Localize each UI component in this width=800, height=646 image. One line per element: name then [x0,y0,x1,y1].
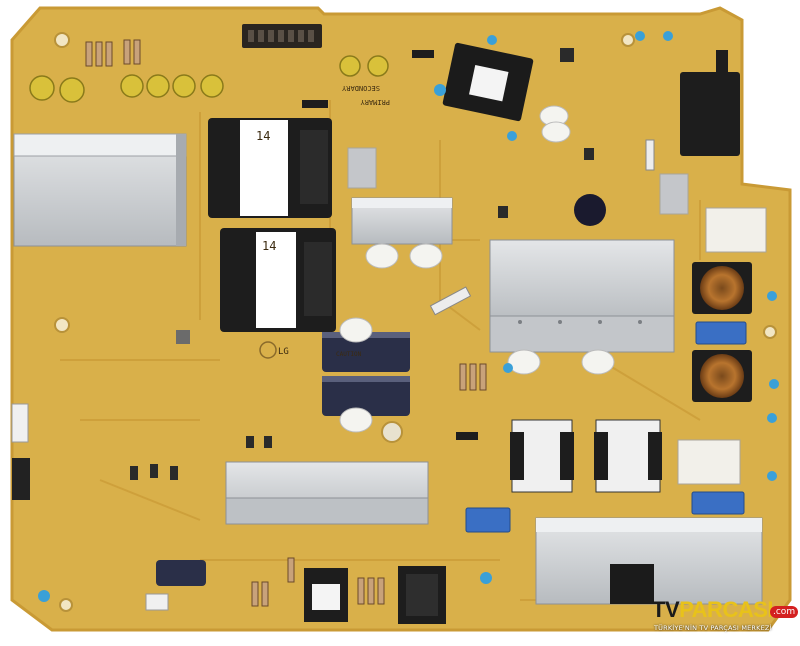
watermark-brand: TVPARCASI [652,597,774,622]
capacitor-main-bottom [322,376,410,416]
svg-text:CAUTION: CAUTION [336,351,362,358]
fuse [429,286,472,316]
thermistor [574,194,606,226]
side-connectors [11,403,169,611]
watermark-parcasi: PARCASI [679,597,774,622]
heatsink-center-top [351,197,453,245]
primary-label: PRIMARY [360,98,390,106]
blue-capacitors [465,321,747,533]
lg-logo-text: LG [278,347,289,357]
transformer-bottom-3 [304,568,348,622]
transformer-2-label: 14 [262,239,276,253]
transformer-1: 14 [208,118,332,218]
watermark-tagline: TÜRKİYE'NİN TV PARÇASI MERKEZİ [654,624,772,632]
transformer-bottom-1 [510,419,574,493]
small-blue-caps [38,31,779,602]
transformer-1-label: 14 [256,129,270,143]
mounting-holes [54,32,777,612]
watermark-tv: TV [652,597,680,622]
transformer-bottom-4 [398,566,446,624]
transformer-2: 14 [220,228,336,332]
transformer-bottom-2 [594,419,662,493]
transformer-top-right [442,42,534,122]
resistors [85,39,487,607]
relay-block [680,72,740,156]
ceramic-capacitors-white [339,105,615,433]
watermark-logo: TVPARCASI .com TÜRKİYE'NİN TV PARÇASI ME… [652,597,799,642]
small-components [130,48,594,480]
heatsink-right [489,239,675,353]
filter-coils [692,262,752,402]
heatsink-bottom-right [535,517,763,605]
diode [412,50,434,58]
lg-logo [259,341,277,359]
capacitor-bottom-left [156,560,206,586]
heatsink-left [13,133,187,247]
white-blocks [347,147,767,485]
capacitors-yellow [29,55,389,103]
secondary-label: SECONDARY [341,84,380,92]
watermark-domain: .com [770,606,799,618]
heatsink-bottom-center [225,461,429,525]
